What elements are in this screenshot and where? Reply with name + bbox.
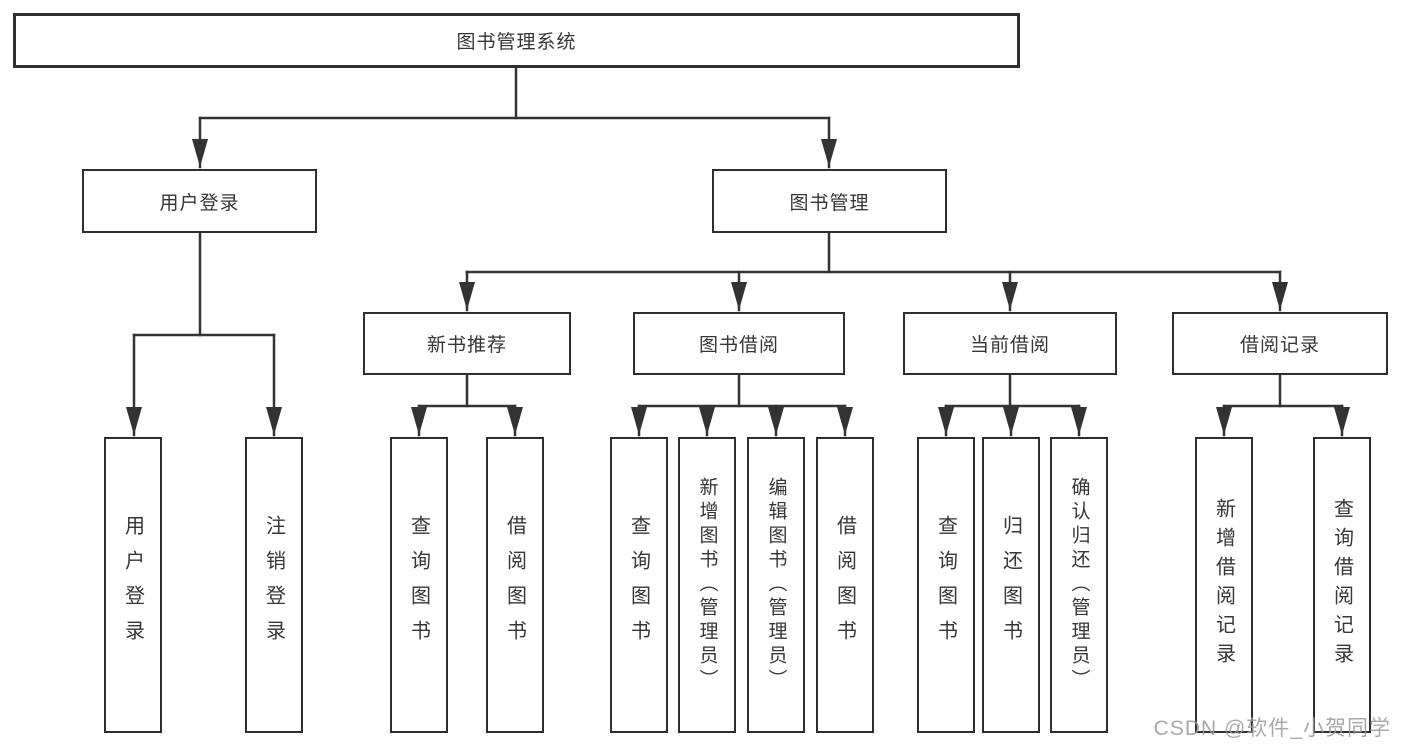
node-library-system: 图书管理系统 — [13, 13, 1020, 68]
leaf-return-books: 归还图书 — [982, 437, 1040, 733]
leaf-logout: 注销登录 — [245, 437, 303, 733]
leaf-label: 查询图书 — [407, 515, 430, 655]
leaf-query-books-borrowing: 查询图书 — [610, 437, 668, 733]
node-borrowing-records: 借阅记录 — [1172, 312, 1388, 375]
watermark: CSDN @软件_小贺同学 — [1153, 717, 1391, 740]
node-book-borrowing: 图书借阅 — [633, 312, 845, 375]
leaf-label: 借阅图书 — [833, 515, 856, 655]
leaf-query-books-current: 查询图书 — [917, 437, 975, 733]
leaf-confirm-return-admin: 确认归还（管理员） — [1050, 437, 1108, 733]
node-user-login: 用户登录 — [82, 169, 317, 233]
node-book-management: 图书管理 — [712, 169, 947, 233]
leaf-label: 注销登录 — [262, 515, 285, 655]
leaf-label: 确认归还（管理员） — [1068, 477, 1090, 693]
leaf-label: 查询图书 — [627, 515, 650, 655]
leaf-label: 用户登录 — [121, 515, 144, 655]
leaf-borrow-books-borrowing: 借阅图书 — [816, 437, 874, 733]
leaf-label: 新增图书（管理员） — [696, 477, 718, 693]
node-new-book-recommend: 新书推荐 — [363, 312, 571, 375]
leaf-query-borrow-record: 查询借阅记录 — [1313, 437, 1371, 733]
leaf-query-books-recommend: 查询图书 — [390, 437, 448, 733]
leaf-label: 归还图书 — [999, 515, 1022, 655]
leaf-add-book-admin: 新增图书（管理员） — [678, 437, 736, 733]
leaf-label: 借阅图书 — [503, 515, 526, 655]
leaf-label: 编辑图书（管理员） — [765, 477, 787, 693]
leaf-label: 新增借阅记录 — [1212, 498, 1235, 672]
leaf-user-login: 用户登录 — [104, 437, 162, 733]
leaf-label: 查询图书 — [934, 515, 957, 655]
node-current-borrowing: 当前借阅 — [903, 312, 1117, 375]
leaf-edit-book-admin: 编辑图书（管理员） — [747, 437, 805, 733]
leaf-add-borrow-record: 新增借阅记录 — [1195, 437, 1253, 733]
leaf-label: 查询借阅记录 — [1330, 498, 1353, 672]
leaf-borrow-books-recommend: 借阅图书 — [486, 437, 544, 733]
